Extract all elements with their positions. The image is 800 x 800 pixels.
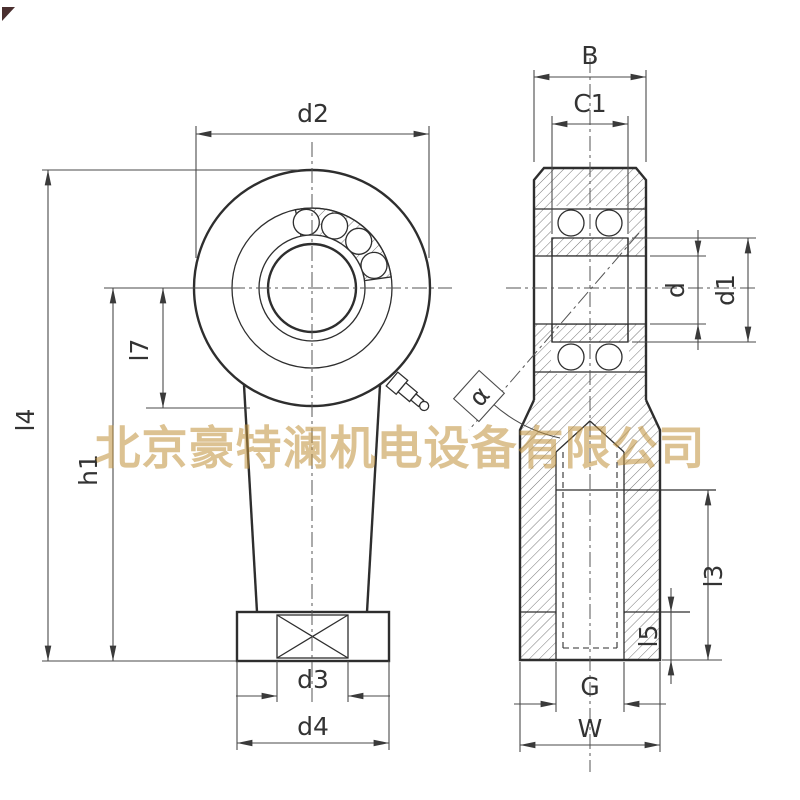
label-d4: d4 — [297, 712, 329, 741]
dim-d4: d4 — [236, 661, 390, 750]
ball-icon — [345, 227, 373, 255]
label-l5: l5 — [634, 625, 663, 648]
dim-C1: C1 — [551, 89, 629, 234]
angle-arc — [491, 402, 561, 439]
dim-B: B — [533, 41, 647, 162]
dim-h1: h1 — [74, 287, 146, 661]
dim-d2: d2 — [195, 99, 430, 258]
dim-alpha: α — [452, 369, 506, 423]
label-h1: h1 — [74, 454, 103, 486]
corner-mark — [2, 7, 15, 21]
dimensions: d2 l7 h1 l4 d3 — [11, 41, 756, 752]
shank-left-edge — [242, 384, 259, 613]
shank-right-edge — [365, 384, 382, 613]
dim-l7: l7 — [125, 287, 250, 409]
drill-cone-left — [555, 420, 591, 453]
ball-icon — [292, 208, 320, 236]
label-G: G — [580, 672, 599, 701]
dim-d1: d1 — [632, 237, 756, 343]
label-C1: C1 — [573, 89, 606, 118]
dim-l5: l5 — [634, 588, 675, 684]
ball-icon — [557, 343, 585, 371]
label-d3: d3 — [297, 665, 329, 694]
centerlines — [178, 58, 756, 772]
label-W: W — [578, 714, 603, 743]
label-d: d — [661, 282, 690, 298]
dim-l4: l4 — [11, 169, 298, 662]
ball-icon — [595, 209, 623, 237]
dim-d3: d3 — [236, 661, 390, 702]
label-l3: l3 — [699, 565, 728, 588]
dim-d: d — [650, 230, 706, 350]
front-view — [192, 168, 432, 663]
side-view — [518, 166, 716, 662]
bearing-balls — [292, 208, 388, 280]
dim-l3: l3 — [662, 490, 728, 661]
ball-icon — [320, 212, 349, 240]
dim-G: G — [514, 662, 666, 712]
label-d2: d2 — [297, 99, 329, 128]
drill-cone-right — [589, 420, 625, 453]
ball-icon — [557, 209, 585, 237]
label-l4: l4 — [11, 409, 40, 432]
dim-W: W — [519, 662, 661, 752]
label-d1: d1 — [711, 274, 740, 306]
label-l7: l7 — [125, 339, 154, 362]
ball-icon — [595, 343, 623, 371]
ball-icon — [360, 251, 388, 280]
grease-fitting-icon — [385, 371, 430, 412]
label-B: B — [581, 41, 598, 70]
